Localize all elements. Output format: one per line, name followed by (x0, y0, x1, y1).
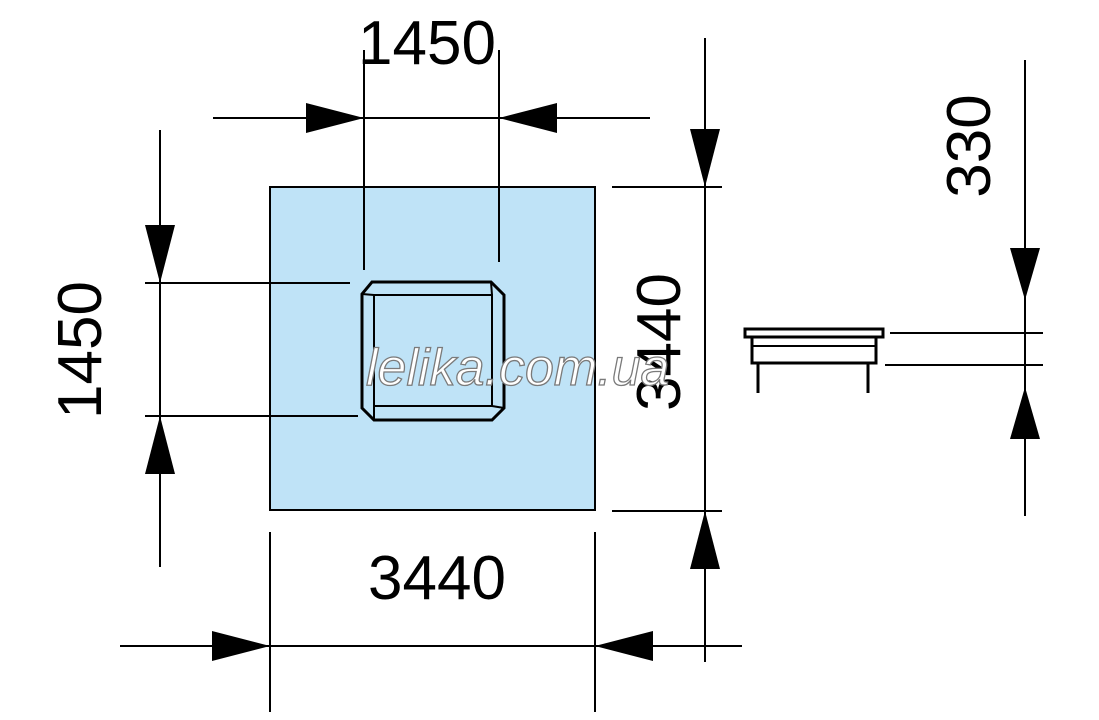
arrowheads (145, 103, 1040, 661)
pad-surface (269, 186, 596, 511)
dim-top-opening-width: 1450 (358, 9, 496, 78)
sandbox-frame-plan (360, 280, 506, 422)
dim-overall-depth: 3440 (625, 273, 694, 411)
sandbox-side-view (743, 327, 885, 393)
dim-height: 330 (935, 94, 1004, 197)
dim-left-opening-height: 1450 (46, 281, 115, 419)
dim-overall-width: 3440 (368, 544, 506, 613)
watermark-text: lelika.com.ua (366, 339, 669, 397)
extension-lines (145, 50, 1043, 712)
